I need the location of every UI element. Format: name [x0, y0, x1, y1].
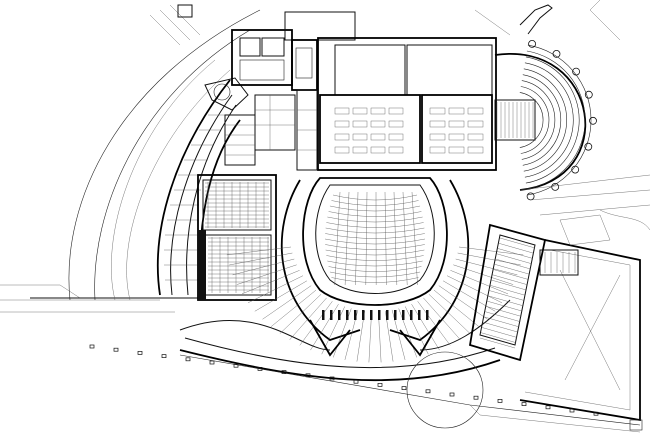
upper-block: [224, 11, 356, 166]
site-tower: [177, 4, 193, 18]
main-auditorium: [280, 177, 470, 342]
south-promenade: [89, 344, 641, 433]
east-site: [519, 174, 650, 431]
east-wing: [468, 223, 641, 422]
foyer-fan: [179, 246, 524, 382]
stage-seating-grid-a: [334, 107, 404, 154]
stage-seating-grid-b: [429, 107, 484, 154]
site-context: [0, 0, 621, 313]
circular-plaza: [406, 351, 484, 429]
stage-house: [296, 37, 497, 171]
rectangular-hall: [197, 174, 277, 301]
small-amphitheatre: [494, 40, 597, 201]
